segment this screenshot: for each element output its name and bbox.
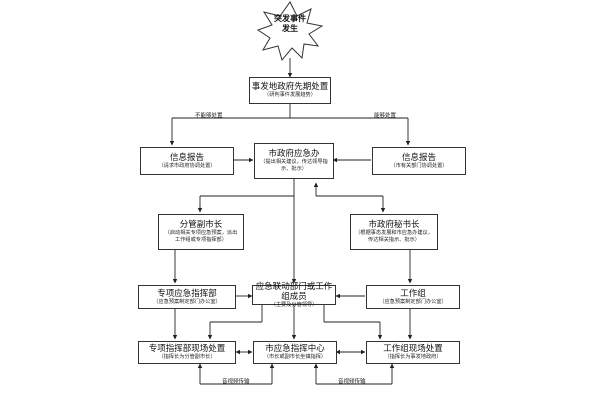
event-occurs-label: 突发事件 发生 — [274, 14, 306, 33]
special-command-box: 专项应急指挥部 （应急预案制定部门办公室） — [138, 285, 236, 309]
can-handle-label: 能够处置 — [374, 113, 397, 119]
info-report-left-box: 信息报告 （请求市政府协调处置） — [140, 147, 234, 175]
secretary-general-box: 市政府秘书长 （根据事态发展和市应急办建议，传达相关指示、批示） — [350, 214, 438, 250]
work-group-box: 工作组 （应急预案制定部门办公室） — [366, 285, 460, 309]
vice-mayor-box: 分管副市长 （启动相关专项应急预案，派出工作组或专项指挥部） — [158, 214, 244, 250]
field-work-group-box: 工作组现场处置 （指挥长为事发地政府） — [366, 341, 460, 364]
event-burst-shape — [256, 1, 324, 62]
video-transmission-right-label: 音视频传输 — [338, 379, 366, 385]
field-command-left-box: 专项指挥部现场处置 （指挥长为分管副市长） — [138, 341, 236, 364]
initial-response-box: 事发地政府先期处置 （研判事件发展趋势） — [249, 77, 331, 104]
liaison-department-box: 应急联动部门或工作组成员 （主要及分管领导） — [252, 282, 336, 308]
command-center-box: 市应急指挥中心 （市长或副市长坐镇指挥） — [253, 341, 337, 364]
info-report-right-box: 信息报告 （市有关部门协调处置） — [372, 147, 466, 175]
video-transmission-left-label: 音视频传输 — [222, 379, 250, 385]
emergency-office-box: 市政府应急办 （提出相关建议，传达领导指示、批示） — [254, 143, 334, 179]
cannot-handle-label: 不能够处置 — [195, 113, 223, 119]
